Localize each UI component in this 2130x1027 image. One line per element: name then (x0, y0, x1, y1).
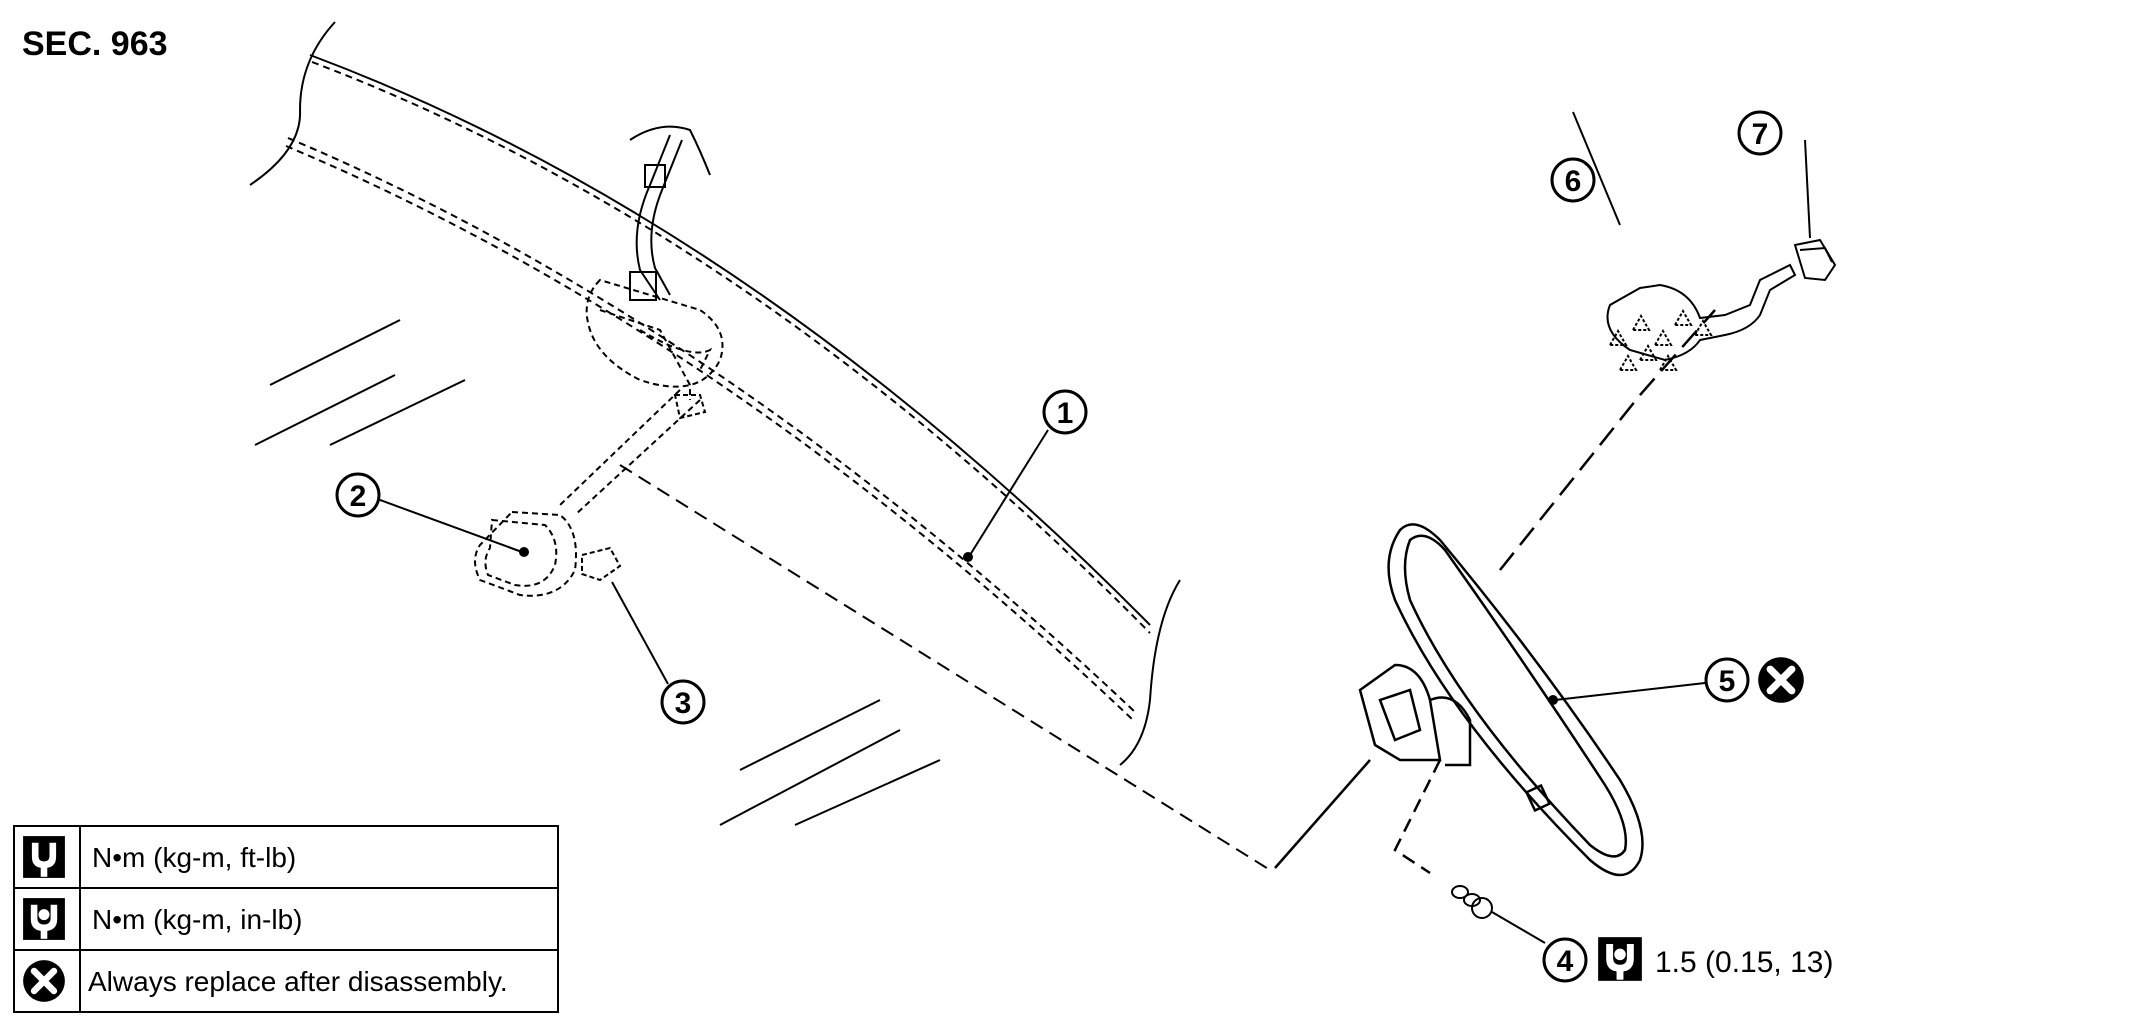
always-replace-icon (1758, 657, 1804, 703)
windshield-panel (249, 21, 1271, 871)
callout-6: 6 (1550, 157, 1596, 203)
legend-row-1-text: N•m (kg-m, ft-lb) (92, 842, 296, 873)
legend-table: N•m (kg-m, ft-lb) N•m (kg-m, in-lb) Alwa… (13, 825, 559, 1013)
torque-wrench-in-lb-icon (1598, 937, 1642, 981)
callout-3-number: 3 (675, 687, 692, 720)
adhesive-marks (1608, 308, 1713, 371)
torque-wrench-in-lb-icon (23, 898, 65, 940)
mirror-screw (1451, 885, 1546, 944)
callout-1-number: 1 (1057, 397, 1074, 430)
torque-spec-text: 1.5 (0.15, 13) (1655, 946, 1833, 979)
callout-4: 4 (1542, 937, 1588, 983)
callout-2: 2 (335, 472, 381, 518)
callout-3: 3 (660, 679, 706, 725)
leader-lines (379, 111, 1811, 705)
cover-clip (1793, 238, 1837, 282)
callout-7: 7 (1737, 110, 1783, 156)
legend-row-2-text: N•m (kg-m, in-lb) (92, 904, 302, 935)
legend-row-3-text: Always replace after disassembly. (88, 966, 508, 997)
callout-2-number: 2 (350, 480, 367, 513)
section-label: SEC. 963 (22, 25, 168, 63)
callout-4-number: 4 (1557, 945, 1574, 978)
callout-5: 5 (1704, 657, 1750, 703)
callout-1: 1 (1042, 389, 1088, 435)
mounting-bracket (1606, 263, 1797, 371)
torque-wrench-ft-lb-icon (23, 836, 65, 878)
callout-5-number: 5 (1719, 665, 1736, 698)
always-replace-icon (23, 960, 65, 1002)
rear-view-mirror (1274, 309, 1716, 877)
harness-assembly (474, 125, 724, 597)
callout-7-number: 7 (1752, 118, 1769, 151)
callout-6-number: 6 (1565, 165, 1582, 198)
